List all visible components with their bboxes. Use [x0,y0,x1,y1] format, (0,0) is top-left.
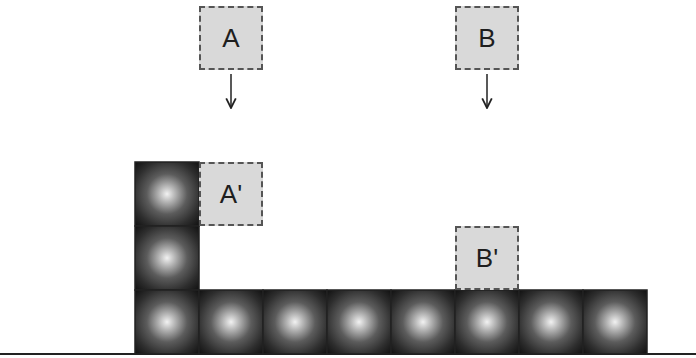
fall-arrow [486,74,488,108]
solid-block [583,290,647,354]
solid-block [519,290,583,354]
piece-letter: A' [220,181,242,207]
solid-block [135,290,199,354]
piece-letter: A [222,25,239,51]
landed-piece: B' [455,226,519,290]
piece-letter: B' [476,245,498,271]
landed-piece: A' [199,162,263,226]
block-stack [135,162,647,354]
solid-block [455,290,519,354]
solid-block [199,290,263,354]
falling-piece: A [199,6,263,70]
piece-letter: B [478,25,495,51]
solid-block [391,290,455,354]
solid-block [135,162,199,226]
solid-block [263,290,327,354]
fall-arrow [230,74,232,108]
falling-piece: B [455,6,519,70]
solid-block [135,226,199,290]
solid-block [327,290,391,354]
